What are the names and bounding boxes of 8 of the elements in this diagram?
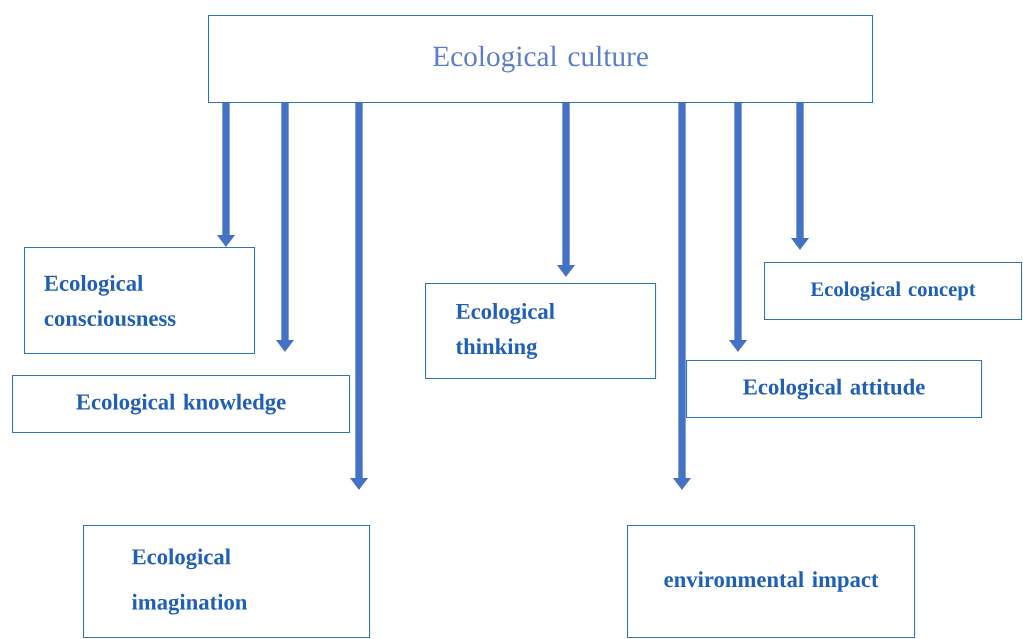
text-box: Ecological consciousness <box>24 247 256 355</box>
text-box: Ecological knowledge <box>12 375 351 434</box>
text-box: Ecological concept <box>764 262 1023 321</box>
text-box: Ecological culture <box>208 15 874 104</box>
text-box: Ecological thinking <box>425 283 657 380</box>
text-box: Ecological imagination <box>83 525 371 639</box>
text-box: Ecological attitude <box>686 360 983 419</box>
text-box: environmental impact <box>627 525 916 639</box>
